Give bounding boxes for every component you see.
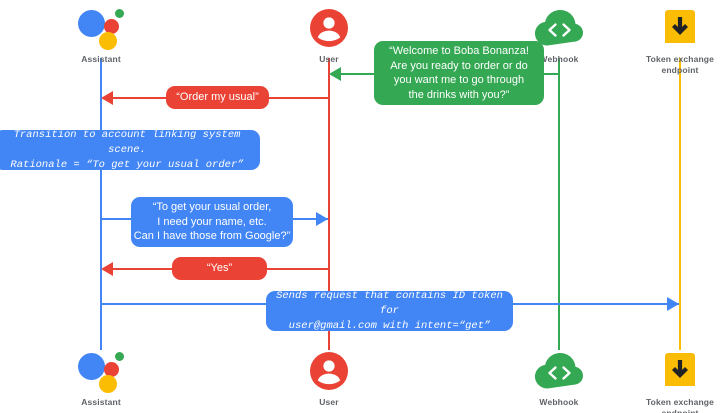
- message-bubble-yes: “Yes”: [172, 257, 267, 280]
- download-box-icon: [620, 6, 725, 50]
- lifeline-user: [328, 58, 330, 350]
- lifeline-assistant: [100, 58, 102, 350]
- actor-bottom-token-endpoint: Token exchange endpoint: [620, 349, 725, 413]
- arrowhead-need-your-name: [316, 212, 328, 226]
- actor-label-user: User: [319, 397, 339, 407]
- message-bubble-transition-note: Transition to account linking system sce…: [0, 128, 260, 171]
- google-assistant-icon: [41, 6, 161, 50]
- message-text-yes: “Yes”: [206, 262, 233, 275]
- actor-bottom-assistant: Assistant: [41, 349, 161, 408]
- actor-label-assistant: Assistant: [81, 54, 121, 64]
- user-avatar-icon: [269, 349, 389, 393]
- arrowhead-yes: [101, 262, 113, 276]
- user-avatar-icon: [269, 6, 389, 50]
- lifeline-webhook: [558, 58, 560, 350]
- message-text-need-your-name: “To get your usual order, I need your na…: [133, 201, 291, 243]
- download-box-icon: [620, 349, 725, 393]
- actor-label-webhook: Webhook: [539, 54, 579, 64]
- cloud-code-icon: [499, 349, 619, 393]
- google-assistant-icon: [41, 349, 161, 393]
- cloud-code-icon: [499, 6, 619, 50]
- message-bubble-order-my-usual: “Order my usual”: [166, 86, 269, 109]
- actor-label-webhook: Webhook: [539, 397, 579, 407]
- message-text-order-my-usual: “Order my usual”: [176, 91, 259, 104]
- message-text-transition-note: Transition to account linking system sce…: [10, 128, 244, 171]
- actor-bottom-user: User: [269, 349, 389, 408]
- actor-label-token-endpoint: Token exchange endpoint: [645, 54, 715, 75]
- lifeline-token-endpoint: [679, 58, 681, 350]
- arrowhead-sends-request: [667, 297, 679, 311]
- actor-bottom-webhook: Webhook: [499, 349, 619, 408]
- actor-top-webhook: Webhook: [499, 6, 619, 65]
- arrowhead-welcome: [329, 67, 341, 81]
- message-bubble-need-your-name: “To get your usual order, I need your na…: [131, 197, 293, 247]
- actor-top-token-endpoint: Token exchange endpoint: [620, 6, 725, 76]
- actor-top-user: User: [269, 6, 389, 65]
- message-text-welcome: “Welcome to Boba Bonanza! Are you ready …: [389, 45, 529, 101]
- actor-label-token-endpoint: Token exchange endpoint: [645, 397, 715, 413]
- actor-label-user: User: [319, 54, 339, 64]
- actor-label-assistant: Assistant: [81, 397, 121, 407]
- message-text-sends-request: Sends request that contains ID token for…: [276, 289, 503, 332]
- arrowhead-order-my-usual: [101, 91, 113, 105]
- message-bubble-welcome: “Welcome to Boba Bonanza! Are you ready …: [374, 41, 544, 105]
- actor-top-assistant: Assistant: [41, 6, 161, 65]
- message-bubble-sends-request: Sends request that contains ID token for…: [266, 289, 513, 332]
